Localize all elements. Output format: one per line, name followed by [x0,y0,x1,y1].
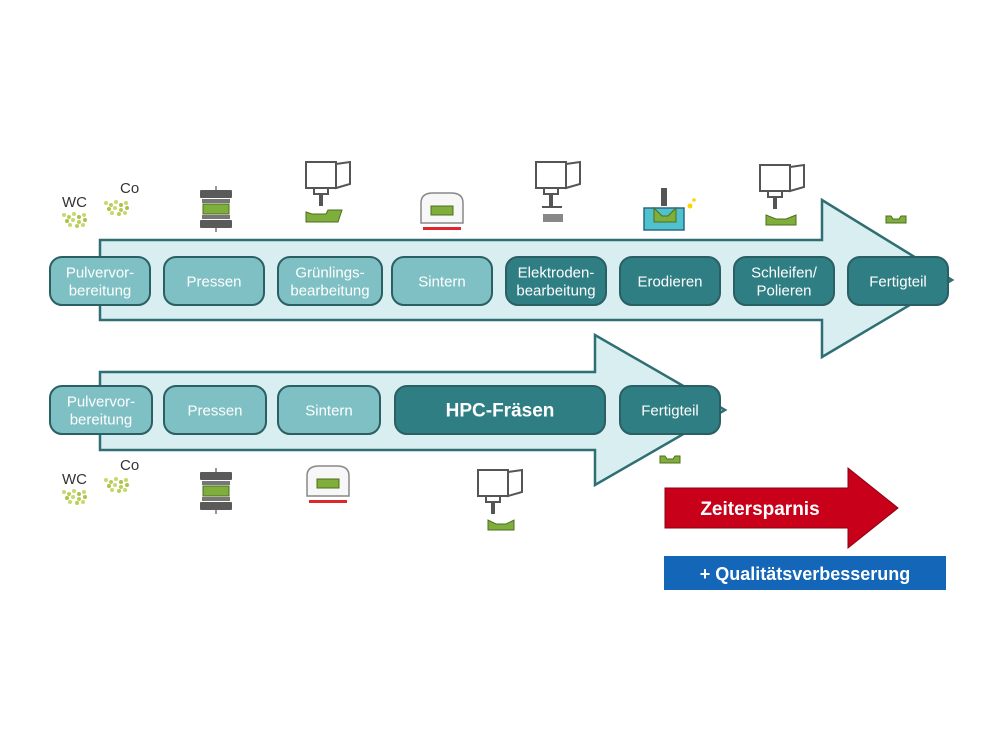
step-label: Grünlings- [295,264,364,281]
step-label: Pressen [187,402,242,419]
milling-machine-icon [535,161,581,222]
quality-label: + Qualitätsverbesserung [700,564,911,584]
step-label: Schleifen/ [751,264,818,281]
finished-part-icon [885,215,907,224]
step-label: Pressen [186,273,241,290]
milling-machine-icon [477,469,523,531]
process-step-box: Schleifen/Polieren [733,256,835,306]
step-label: Erodieren [637,273,702,290]
step-label: Pulvervor- [66,264,134,281]
top-process-steps: Pulvervor-bereitung Pressen Grünlings-bear… [49,256,949,306]
process-step-box: Pressen [163,256,265,306]
step-box-bg [163,385,267,435]
wc-label: WC [62,194,87,211]
step-box-bg [277,385,381,435]
step-label: bearbeitung [516,282,595,299]
process-step-box: Pressen [163,385,267,435]
step-label: Polieren [756,282,811,299]
finished-part-icon [659,455,681,464]
powder-icon: WC Co [62,457,139,505]
step-label: Fertigteil [641,402,699,419]
process-step-box: Fertigteil [619,385,721,435]
step-label: Pulvervor- [67,393,135,410]
step-box-bg [394,385,606,435]
process-step-box: Sintern [391,256,493,306]
time-saving-arrow [664,466,899,550]
co-label: Co [120,457,139,474]
step-box-bg [277,256,383,306]
bottom-process-steps: Pulvervor-bereitung Pressen Sintern HPC-Frä… [49,385,721,435]
step-box-bg [847,256,949,306]
wc-label: WC [62,471,87,488]
process-step-box: Grünlings-bearbeitung [277,256,383,306]
step-label: Fertigteil [869,273,927,290]
process-step-box: Pulvervor-bereitung [49,256,151,306]
press-icon [199,467,233,515]
edm-bath-icon [643,188,696,231]
process-step-box: Fertigteil [847,256,949,306]
step-box-bg [391,256,493,306]
co-label: Co [120,180,139,197]
step-label: Sintern [305,402,353,419]
step-box-bg [619,385,721,435]
powder-icon: WC Co [62,180,139,228]
step-box-bg [163,256,265,306]
step-box-bg [619,256,721,306]
time-saving-label: Zeitersparnis [700,499,819,520]
step-box-bg [505,256,607,306]
step-box-bg [49,256,151,306]
process-step-box: Pulvervor-bereitung [49,385,153,435]
process-step-box: Elektroden-bearbeitung [505,256,607,306]
sintering-furnace-icon [306,465,350,504]
milling-machine-icon [305,161,351,223]
process-step-box: HPC-Fräsen [394,385,606,435]
step-label: bearbeitung [290,282,369,299]
step-label: Sintern [418,273,466,290]
step-label: Elektroden- [518,264,595,281]
sintering-furnace-icon [420,192,464,231]
step-label: bereitung [70,411,133,428]
step-label: HPC-Fräsen [446,401,555,422]
press-icon [199,185,233,233]
step-label: bereitung [69,282,132,299]
quality-box [664,556,946,590]
step-box-bg [49,385,153,435]
process-step-box: Erodieren [619,256,721,306]
grinding-machine-icon [759,164,805,226]
process-step-box: Sintern [277,385,381,435]
step-box-bg [733,256,835,306]
